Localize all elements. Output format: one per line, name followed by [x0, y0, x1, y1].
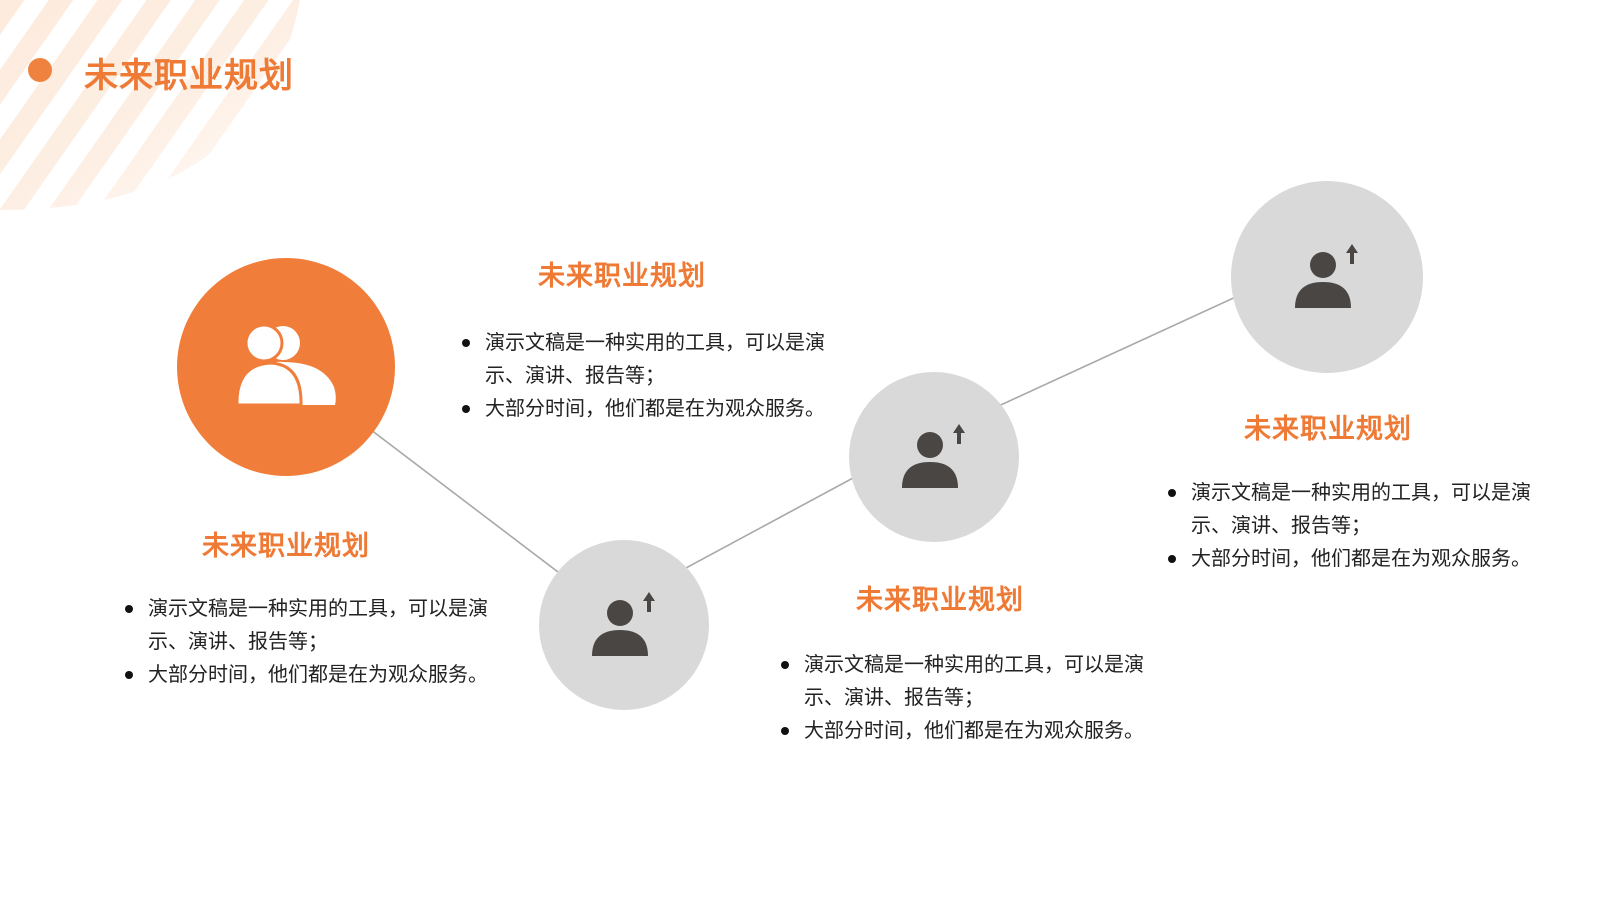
step-2-bullet-1: 演示文稿是一种实用的工具，可以是演示、演讲、报告等；: [462, 326, 845, 392]
step-1-bullets: 演示文稿是一种实用的工具，可以是演示、演讲、报告等； 大部分时间，他们都是在为观…: [120, 592, 508, 691]
step-1-bullet-2: 大部分时间，他们都是在为观众服务。: [125, 658, 508, 691]
page-title: 未来职业规划: [84, 56, 294, 96]
step-3-heading: 未来职业规划: [856, 585, 1024, 616]
user-growth-icon: [1295, 244, 1358, 308]
step-2-circle: [539, 540, 709, 710]
user-growth-icon: [592, 592, 655, 656]
step-3-bullets: 演示文稿是一种实用的工具，可以是演示、演讲、报告等； 大部分时间，他们都是在为观…: [776, 648, 1164, 747]
step-2-bullet-2: 大部分时间，他们都是在为观众服务。: [462, 392, 845, 425]
step-4-bullet-1: 演示文稿是一种实用的工具，可以是演示、演讲、报告等；: [1168, 476, 1551, 542]
corner-stripes-decoration: [0, 0, 300, 210]
step-4-heading: 未来职业规划: [1244, 414, 1412, 445]
step-1-heading: 未来职业规划: [202, 531, 370, 562]
step-1-circle: [177, 258, 395, 476]
users-icon: [235, 325, 336, 407]
step-4-bullets: 演示文稿是一种实用的工具，可以是演示、演讲、报告等； 大部分时间，他们都是在为观…: [1163, 476, 1551, 575]
title-bullet-dot: [28, 58, 52, 82]
step-1-bullet-1: 演示文稿是一种实用的工具，可以是演示、演讲、报告等；: [125, 592, 508, 658]
step-3-bullet-2: 大部分时间，他们都是在为观众服务。: [781, 714, 1164, 747]
step-4-bullet-2: 大部分时间，他们都是在为观众服务。: [1168, 542, 1551, 575]
step-4-circle: [1231, 181, 1423, 373]
step-2-heading: 未来职业规划: [538, 261, 706, 292]
step-3-bullet-1: 演示文稿是一种实用的工具，可以是演示、演讲、报告等；: [781, 648, 1164, 714]
user-growth-icon: [902, 424, 965, 488]
step-3-circle: [849, 372, 1019, 542]
step-2-bullets: 演示文稿是一种实用的工具，可以是演示、演讲、报告等； 大部分时间，他们都是在为观…: [457, 326, 845, 425]
